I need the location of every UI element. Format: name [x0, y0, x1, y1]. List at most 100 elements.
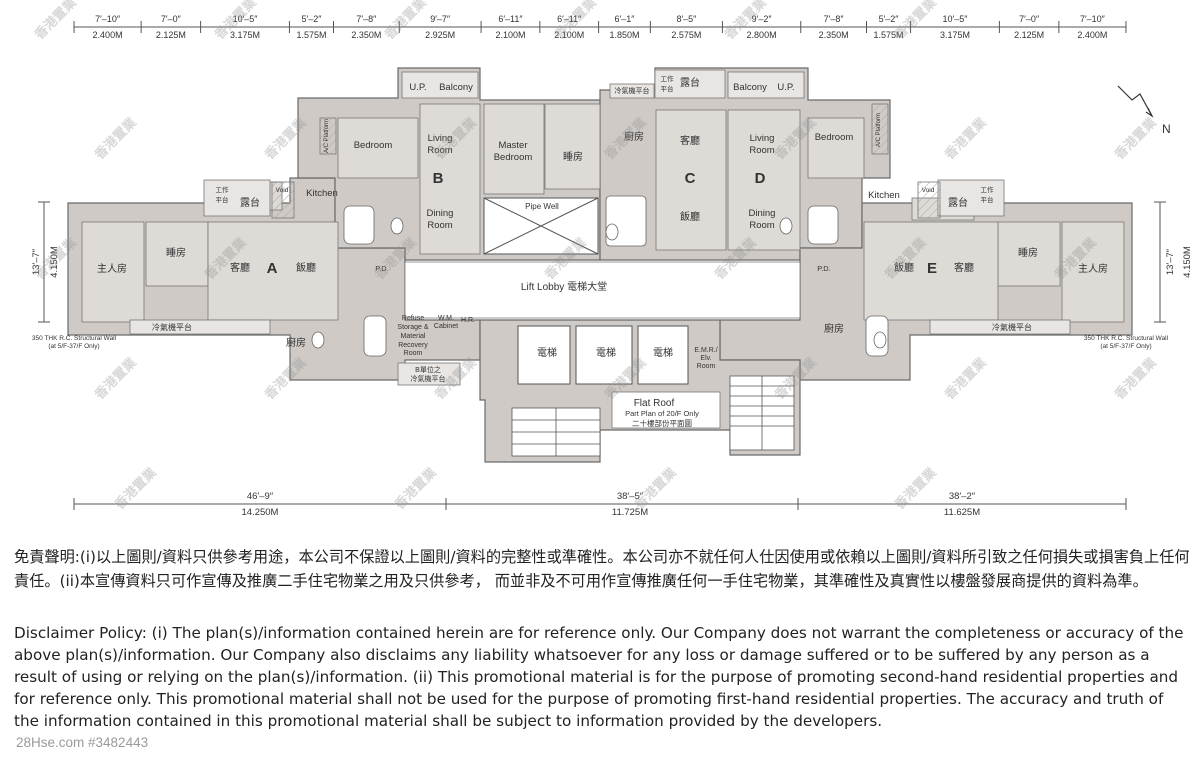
- bathroom-fixtures: [311, 195, 889, 357]
- top-dim-m-5: 2.350M: [351, 30, 381, 40]
- bottom-dim-ft-2: 38′–5″: [617, 491, 644, 502]
- watermark-31: 香港置業: [891, 464, 940, 513]
- stairs: [511, 375, 795, 457]
- label-zh-master-a: 主人房: [97, 262, 127, 275]
- top-dim-ft-14: 10′–5″: [943, 14, 969, 24]
- top-dimension-line: [73, 21, 1127, 33]
- right-side-dim-ft: 13′–7″: [1165, 248, 1176, 275]
- top-dim-ft-5: 7′–8″: [356, 14, 377, 24]
- label-balcony-d: Balcony: [733, 82, 767, 93]
- top-dim-ft-7: 6′–11″: [498, 14, 523, 24]
- structural-note-right-1: 350 THK R.C. Structural Wall: [1084, 335, 1169, 342]
- top-dim-ft-13: 5′–2″: [879, 14, 900, 24]
- left-side-dim-ft: 13′–7″: [31, 248, 42, 275]
- label-zh-platform-e: 平台: [981, 195, 994, 204]
- label-zh-ac-a: 冷氣機平台: [152, 322, 192, 332]
- top-dim-m-8: 2.100M: [554, 30, 584, 40]
- top-dim-ft-3: 10′–5″: [233, 14, 259, 24]
- label-ac-platform-b: A/C Platform: [324, 119, 330, 153]
- label-up-b: U.P.: [409, 82, 426, 93]
- label-hr: H.R.: [461, 317, 475, 324]
- label-zh-ac-e: 冷氣機平台: [992, 322, 1032, 332]
- label-pd-e: P.D.: [817, 264, 831, 273]
- label-zh-living-a: 客廳: [230, 261, 250, 274]
- room-floors: [81, 103, 1125, 323]
- label-storage: Storage &: [397, 324, 428, 331]
- floor-plan: 7′–10″ 2.400M 7′–0″ 2.125M 10′–5″ 3.175M 5′–2″…: [31, 0, 1193, 518]
- label-zh-work-a: 工作: [216, 185, 230, 194]
- label-zh-kitchen-e: 廚房: [824, 322, 844, 335]
- watermark-12: 香港置業: [941, 114, 990, 163]
- label-refuse: Refuse: [402, 315, 424, 322]
- label-zh-platform-a: 平台: [216, 195, 229, 204]
- top-dim-m-1: 2.400M: [93, 30, 123, 40]
- left-side-dimension: [38, 201, 50, 323]
- bottom-dim-m-2: 11.725M: [612, 507, 648, 518]
- top-dim-m-16: 2.400M: [1077, 30, 1107, 40]
- right-side-dimension: [1154, 201, 1166, 323]
- label-bedroom-d: Bedroom: [815, 132, 854, 143]
- label-zh-kitchen-c: 廚房: [624, 130, 644, 143]
- label-recovery: Recovery: [398, 342, 428, 349]
- label-zh-work-c: 工作: [661, 74, 675, 83]
- label-zh-dining-c: 飯廳: [680, 210, 700, 223]
- label-zh-terrace-e: 露台: [948, 196, 968, 209]
- watermark-1: 香港置業: [31, 0, 80, 43]
- top-dim-m-2: 2.125M: [156, 30, 186, 40]
- label-zh-living-e: 客廳: [954, 261, 974, 274]
- label-part-plan-zh: 二十樓部份平面圖: [632, 418, 692, 428]
- label-zh-dining-e: 飯廳: [894, 261, 914, 274]
- label-bedroom-b: Bedroom: [354, 140, 393, 151]
- label-master-bedroom: Bedroom: [494, 152, 533, 163]
- label-living-room-d: Room: [749, 145, 774, 156]
- watermark-21: 香港置業: [91, 354, 140, 403]
- label-zh-work-e: 工作: [981, 185, 995, 194]
- label-zh-kitchen-a: 廚房: [286, 336, 306, 349]
- label-zh-bed-e: 睡房: [1018, 246, 1038, 259]
- north-label: N: [1162, 122, 1171, 136]
- label-zh-master-e: 主人房: [1078, 262, 1108, 275]
- top-dim-m-12: 2.350M: [819, 30, 849, 40]
- label-emr-room: Room: [697, 363, 716, 370]
- watermark-30: 香港置業: [631, 464, 680, 513]
- watermark-29: 香港置業: [391, 464, 440, 513]
- label-ac-platform-d: A/C Platform: [876, 113, 882, 147]
- label-zh-living-c: 客廳: [680, 134, 700, 147]
- label-void-e: Void: [922, 187, 935, 194]
- label-pipe-well: Pipe Well: [525, 202, 559, 211]
- watermark-3: 香港置業: [381, 0, 430, 43]
- top-dim-m-14: 3.175M: [940, 30, 970, 40]
- label-dining-room-d: Room: [749, 220, 774, 231]
- top-dimension-labels: 7′–10″ 2.400M 7′–0″ 2.125M 10′–5″ 3.175M 5′–2″…: [93, 14, 1108, 40]
- label-zh-lift-2: 電梯: [596, 346, 616, 359]
- top-dim-m-6: 2.925M: [425, 30, 455, 40]
- top-dim-m-11: 2.800M: [747, 30, 777, 40]
- bottom-dim-m-3: 11.625M: [944, 507, 980, 518]
- structural-note-left-2: (at 5/F-37/F Only): [48, 343, 99, 350]
- top-dim-ft-16: 7′–10″: [1080, 14, 1106, 24]
- label-zh-lift-3: 電梯: [653, 346, 673, 359]
- top-dim-ft-15: 7′–0″: [1019, 14, 1040, 24]
- top-dim-m-9: 1.850M: [609, 30, 639, 40]
- label-zh-lift-1: 電梯: [537, 346, 557, 359]
- north-arrow-icon: [1117, 85, 1154, 118]
- unit-label-d: D: [755, 170, 766, 187]
- top-dim-ft-11: 9′–2″: [752, 14, 773, 24]
- top-dim-m-7: 2.100M: [495, 30, 525, 40]
- label-lift-lobby: Lift Lobby 電梯大堂: [521, 280, 607, 293]
- label-balcony-b: Balcony: [439, 82, 473, 93]
- label-up-d: U.P.: [777, 82, 794, 93]
- label-dining-b: Dining: [427, 208, 454, 219]
- top-dim-ft-9: 6′–1″: [615, 14, 636, 24]
- bottom-dim-ft-3: 38′–2″: [949, 491, 976, 502]
- watermark-7: 香港置業: [91, 114, 140, 163]
- lift-shafts: [517, 325, 689, 385]
- top-dim-ft-10: 8′–5″: [676, 14, 697, 24]
- label-dining-room-b: Room: [427, 220, 452, 231]
- label-flat-roof: Flat Roof: [634, 398, 675, 409]
- structural-note-left-1: 350 THK R.C. Structural Wall: [32, 335, 117, 342]
- label-zh-ac-b-1: B單位之: [415, 365, 441, 374]
- label-wm: W.M.: [438, 315, 454, 322]
- disclaimer-chinese: 免責聲明:(i)以上圖則/資料只供參考用途，本公司不保證以上圖則/資料的完整性或…: [14, 548, 1190, 590]
- label-dining-d: Dining: [749, 208, 776, 219]
